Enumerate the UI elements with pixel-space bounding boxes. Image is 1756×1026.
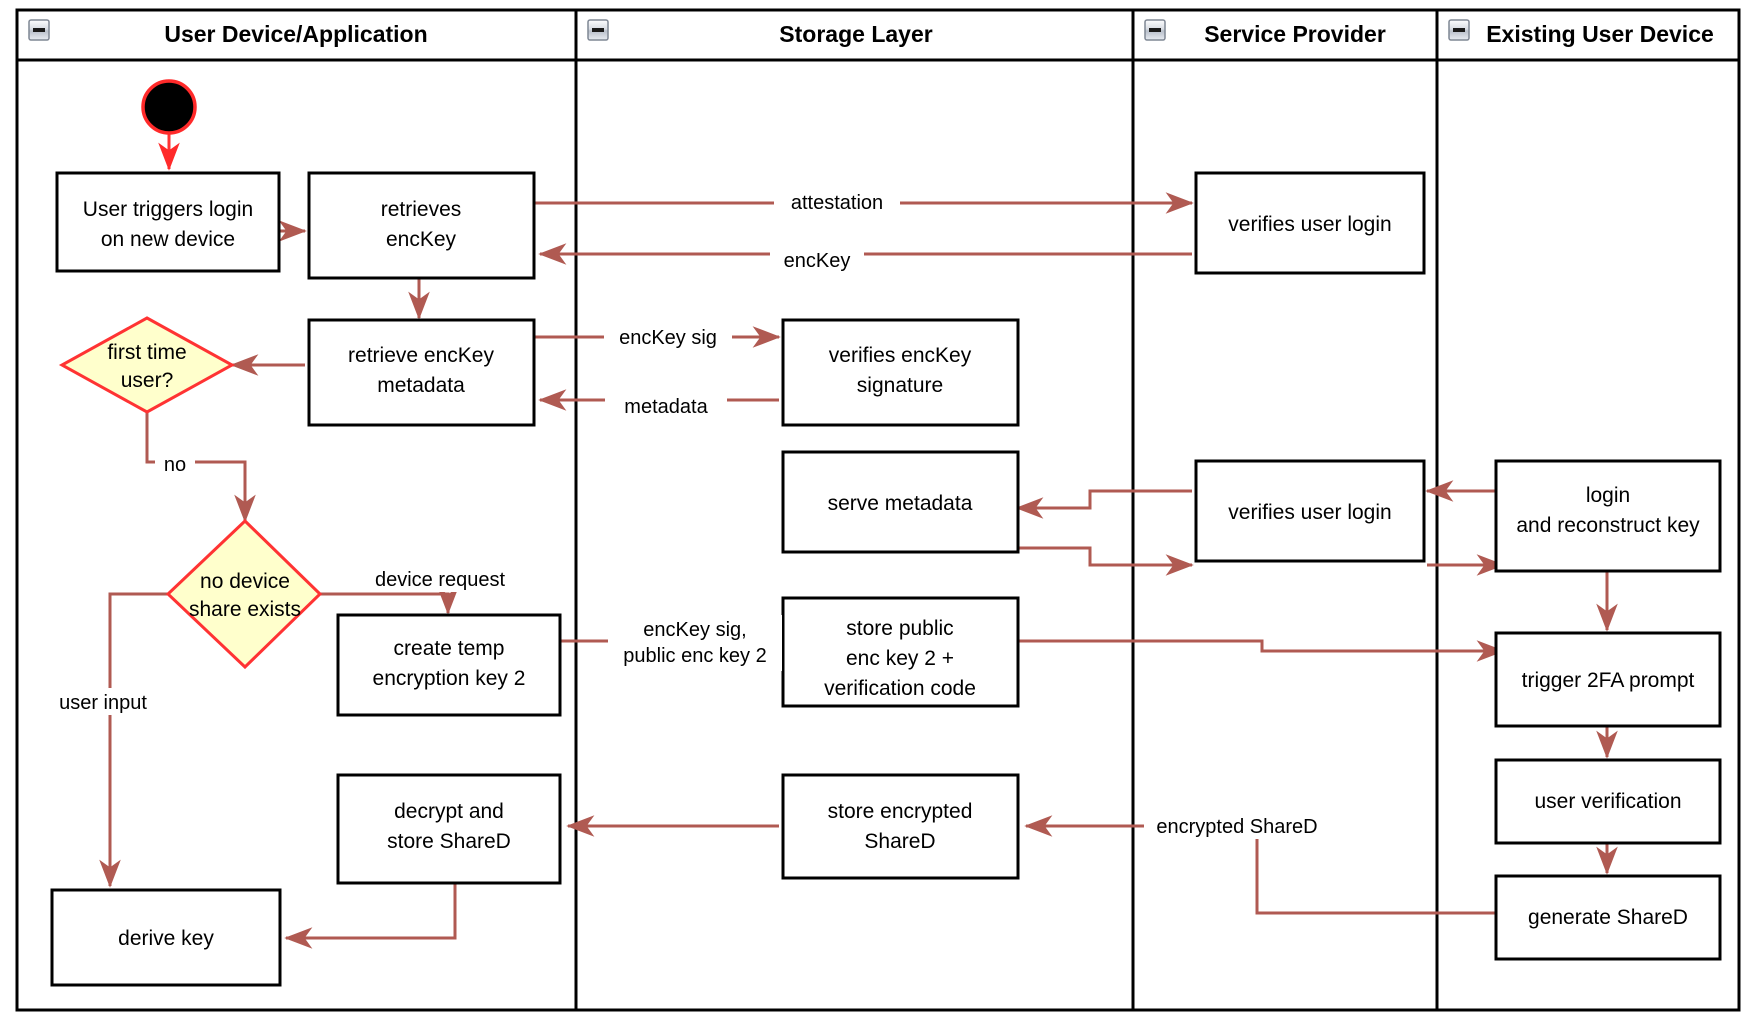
- lane-title-user-device: User Device/Application: [164, 21, 427, 47]
- edge-label-enckey-sig-pub-line2: public enc key 2: [623, 645, 766, 667]
- node-derive-key[interactable]: derive key: [50, 888, 282, 987]
- node-store-public-enc-key[interactable]: store public enc key 2 + verification co…: [781, 596, 1020, 708]
- edge-label-no: no: [164, 454, 186, 476]
- node-no-device-share-decision[interactable]: no device share exists: [165, 518, 323, 670]
- node-first-time-user-decision[interactable]: first time user?: [58, 316, 236, 414]
- node-label-line: derive key: [118, 927, 214, 950]
- node-label-line: generate ShareD: [1528, 906, 1688, 929]
- edge-label-enckey: encKey: [784, 250, 851, 272]
- node-verifies-user-login-1[interactable]: verifies user login: [1194, 171, 1426, 275]
- node-serve-metadata[interactable]: serve metadata: [781, 450, 1020, 554]
- node-user-verification[interactable]: user verification: [1494, 758, 1722, 845]
- lane-title-storage: Storage Layer: [779, 21, 932, 47]
- lane-header-existing-device: Existing User Device: [1448, 19, 1714, 47]
- node-label-line: first time: [107, 341, 186, 364]
- node-label-line: verifies user login: [1228, 213, 1391, 236]
- collapse-minus-glyph: [1453, 28, 1465, 32]
- flow-user-input: [99, 592, 168, 888]
- collapse-minus-glyph: [1149, 28, 1161, 32]
- flow-device-request: [320, 586, 459, 615]
- node-verifies-enckey-signature[interactable]: verifies encKey signature: [781, 318, 1020, 427]
- node-label-line: on new device: [101, 228, 235, 251]
- flow-decrypt-to-derive: [284, 884, 457, 949]
- edge-label-attestation: attestation: [791, 192, 883, 214]
- node-label-line: encKey: [386, 228, 457, 251]
- node-label-line: verification code: [824, 677, 976, 700]
- node-label-line: enc key 2 +: [846, 647, 954, 670]
- edge-label-enckey-sig-pub-line1: encKey sig,: [643, 619, 746, 641]
- node-label-line: decrypt and: [394, 800, 504, 823]
- node-label-line: user verification: [1534, 790, 1681, 813]
- node-trigger-2fa-prompt[interactable]: trigger 2FA prompt: [1494, 631, 1722, 728]
- flow-serve-metadata-out: [1017, 546, 1194, 576]
- node-generate-shared[interactable]: generate ShareD: [1494, 874, 1722, 961]
- node-label-line: login: [1586, 484, 1630, 507]
- flow-encrypted-shared: [1024, 815, 1503, 915]
- lane-header-service-provider: Service Provider: [1144, 19, 1386, 47]
- node-label-line: store ShareD: [387, 830, 511, 853]
- edge-label-group: attestation encKey encKey sig metadata n…: [48, 189, 1330, 839]
- lane-header-user-device: User Device/Application: [28, 19, 428, 47]
- node-login-reconstruct-key[interactable]: login and reconstruct key: [1494, 459, 1722, 573]
- flow-storepublic-to-2fa: [1017, 639, 1505, 662]
- node-label-line: share exists: [189, 598, 301, 621]
- node-label-line: signature: [857, 374, 943, 397]
- edge-label-device-request: device request: [375, 569, 506, 591]
- lane-title-existing-device: Existing User Device: [1486, 21, 1714, 47]
- node-label-line: ShareD: [864, 830, 935, 853]
- node-decrypt-store-shared[interactable]: decrypt and store ShareD: [336, 773, 562, 885]
- node-create-temp-key[interactable]: create temp encryption key 2: [336, 613, 562, 717]
- edge-label-encrypted-shared: encrypted ShareD: [1156, 816, 1317, 838]
- edge-label-enckey-sig: encKey sig: [619, 327, 717, 349]
- collapse-minus-glyph: [592, 28, 604, 32]
- edge-label-metadata: metadata: [624, 396, 708, 418]
- node-label-line: store public: [846, 617, 953, 640]
- node-label-line: verifies encKey: [829, 344, 972, 367]
- node-user-triggers-login[interactable]: User triggers login on new device: [55, 171, 281, 273]
- node-label-line: trigger 2FA prompt: [1522, 669, 1695, 692]
- node-retrieves-enckey[interactable]: retrieves encKey: [307, 171, 536, 280]
- node-verifies-user-login-2[interactable]: verifies user login: [1194, 459, 1426, 563]
- node-label-line: retrieve encKey: [348, 344, 494, 367]
- collapse-minus-glyph: [33, 28, 45, 32]
- node-label-line: User triggers login: [83, 198, 253, 221]
- node-label-line: no device: [200, 570, 290, 593]
- node-retrieve-enckey-metadata[interactable]: retrieve encKey metadata: [307, 318, 536, 427]
- start-node: [141, 79, 197, 135]
- node-label-line: and reconstruct key: [1516, 514, 1700, 537]
- node-label-line: serve metadata: [828, 492, 973, 515]
- flow-no-branch: [145, 412, 256, 523]
- lane-header-storage: Storage Layer: [587, 19, 933, 47]
- node-label-line: user?: [121, 369, 174, 392]
- node-label-line: retrieves: [381, 198, 462, 221]
- node-label-line: verifies user login: [1228, 501, 1391, 524]
- edge-label-user-input: user input: [59, 692, 147, 714]
- node-label-line: encryption key 2: [373, 667, 526, 690]
- node-label-line: store encrypted: [828, 800, 973, 823]
- node-store-encrypted-shared[interactable]: store encrypted ShareD: [781, 773, 1020, 880]
- flow-serve-metadata-in: [1015, 489, 1192, 519]
- lane-title-service-provider: Service Provider: [1204, 21, 1386, 47]
- node-label-line: create temp: [394, 637, 505, 660]
- node-label-line: metadata: [377, 374, 465, 397]
